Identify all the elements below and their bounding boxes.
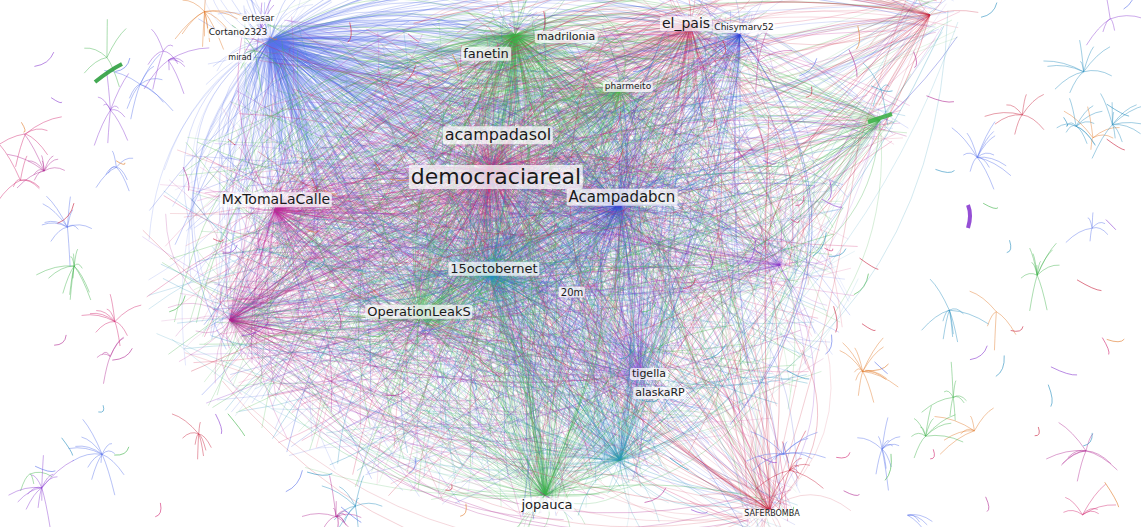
network-graph xyxy=(0,0,1141,527)
stage: ertesarCortano2323miradfanetinmadrilonia… xyxy=(0,0,1141,527)
